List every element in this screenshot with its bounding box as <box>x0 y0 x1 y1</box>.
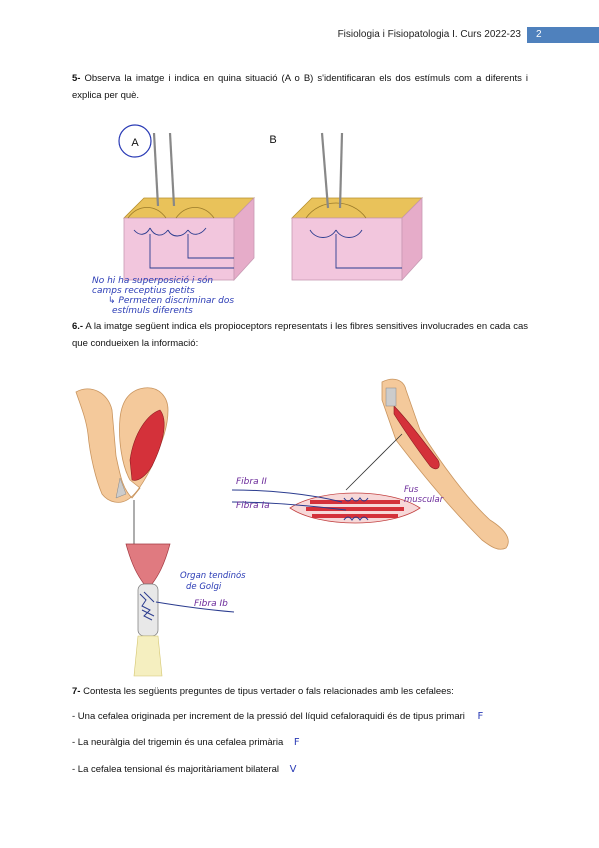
question-7-item-2-text: - La neuràlgia del trigemin és una cefal… <box>72 737 284 748</box>
label-organ-tendinos: Organ tendinós <box>180 570 246 581</box>
skin-block-a <box>123 132 255 282</box>
question-5: 5- Observa la imatge i indica en quina s… <box>72 70 528 104</box>
label-muscular: muscular <box>404 495 444 505</box>
label-fibra-ia: Fibra Ia <box>236 501 270 511</box>
answer-5-line-4: estímuls diferents <box>112 306 193 316</box>
label-b: B <box>269 134 276 146</box>
skin-block-b <box>291 132 423 282</box>
answer-5-line-3: ↳ Permeten discriminar dos <box>108 296 235 306</box>
question-6: 6.- A la imatge següent indica els propi… <box>72 318 528 352</box>
golgi-tendon-organ-illustration <box>125 543 235 677</box>
question-7-item-3-answer: V <box>289 764 297 775</box>
question-7-item-2: - La neuràlgia del trigemin és una cefal… <box>72 737 300 748</box>
label-a-circle <box>118 124 152 158</box>
page-number-badge: 2 <box>527 27 599 43</box>
answer-5-line-1: No hi ha superposició i són <box>92 276 214 286</box>
question-6-text: A la imatge següent indica els propiocep… <box>72 321 528 349</box>
proprioceptors-figure: Fibra II Fibra Ia Fus muscular Organ ten… <box>75 378 509 677</box>
label-fibra-ib: Fibra Ib <box>194 599 228 609</box>
question-7-item-2-answer: F <box>293 737 300 748</box>
question-5-answer: No hi ha superposició i són camps recept… <box>92 276 234 316</box>
question-7-text: Contesta les següents preguntes de tipus… <box>83 686 454 697</box>
bent-arm-illustration <box>75 387 169 548</box>
question-7-item-1-answer: F <box>477 711 484 722</box>
label-de-golgi: de Golgi <box>186 582 222 592</box>
straight-arm-illustration <box>345 378 509 550</box>
question-5-text: Observa la imatge i indica en quina situ… <box>72 73 529 101</box>
document-header-title: Fisiologia i Fisiopatologia I. Curs 2022… <box>337 29 521 40</box>
question-7-number: 7- <box>72 686 81 697</box>
question-7-item-3-text: - La cefalea tensional és majoritàriamen… <box>72 764 279 775</box>
question-7-item-1: - Una cefalea originada per increment de… <box>72 711 483 722</box>
question-7-item-3: - La cefalea tensional és majoritàriamen… <box>72 764 296 775</box>
label-a: A <box>131 137 139 149</box>
answer-5-line-2: camps receptius petits <box>92 286 195 296</box>
question-6-number: 6.- <box>72 321 84 332</box>
question-7-item-1-text: - Una cefalea originada per increment de… <box>72 711 465 722</box>
receptive-fields-figure: A B <box>118 124 423 282</box>
label-fus: Fus <box>404 485 419 495</box>
question-5-number: 5- <box>72 73 81 84</box>
label-fibra-ii: Fibra II <box>236 477 267 487</box>
muscle-spindle-illustration <box>231 489 421 524</box>
question-7: 7- Contesta les següents preguntes de ti… <box>72 683 528 700</box>
